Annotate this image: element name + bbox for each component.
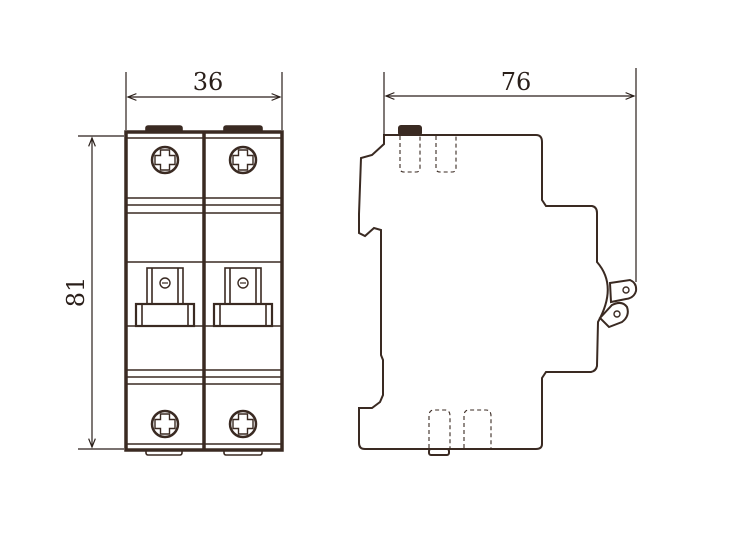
depth-label: 76 xyxy=(501,68,532,96)
toggle-right xyxy=(212,267,274,328)
side-bottom-tab xyxy=(428,448,450,456)
hidden-terminals-bottom xyxy=(428,409,492,448)
side-view xyxy=(358,125,638,456)
screw-bottom-left xyxy=(150,409,180,439)
height-label: 81 xyxy=(62,277,90,308)
side-profile xyxy=(358,134,609,450)
front-view xyxy=(124,125,284,456)
toggle-left xyxy=(134,267,196,328)
depth-dimension xyxy=(383,68,637,282)
screw-top-left xyxy=(150,145,180,175)
width-label: 36 xyxy=(193,68,224,96)
side-lever xyxy=(598,278,638,329)
hidden-terminals-top xyxy=(399,136,457,173)
screw-top-right xyxy=(228,145,258,175)
side-top-tab xyxy=(398,125,422,136)
screw-bottom-right xyxy=(228,409,258,439)
width-dimension xyxy=(125,72,283,130)
height-dimension xyxy=(78,135,124,450)
